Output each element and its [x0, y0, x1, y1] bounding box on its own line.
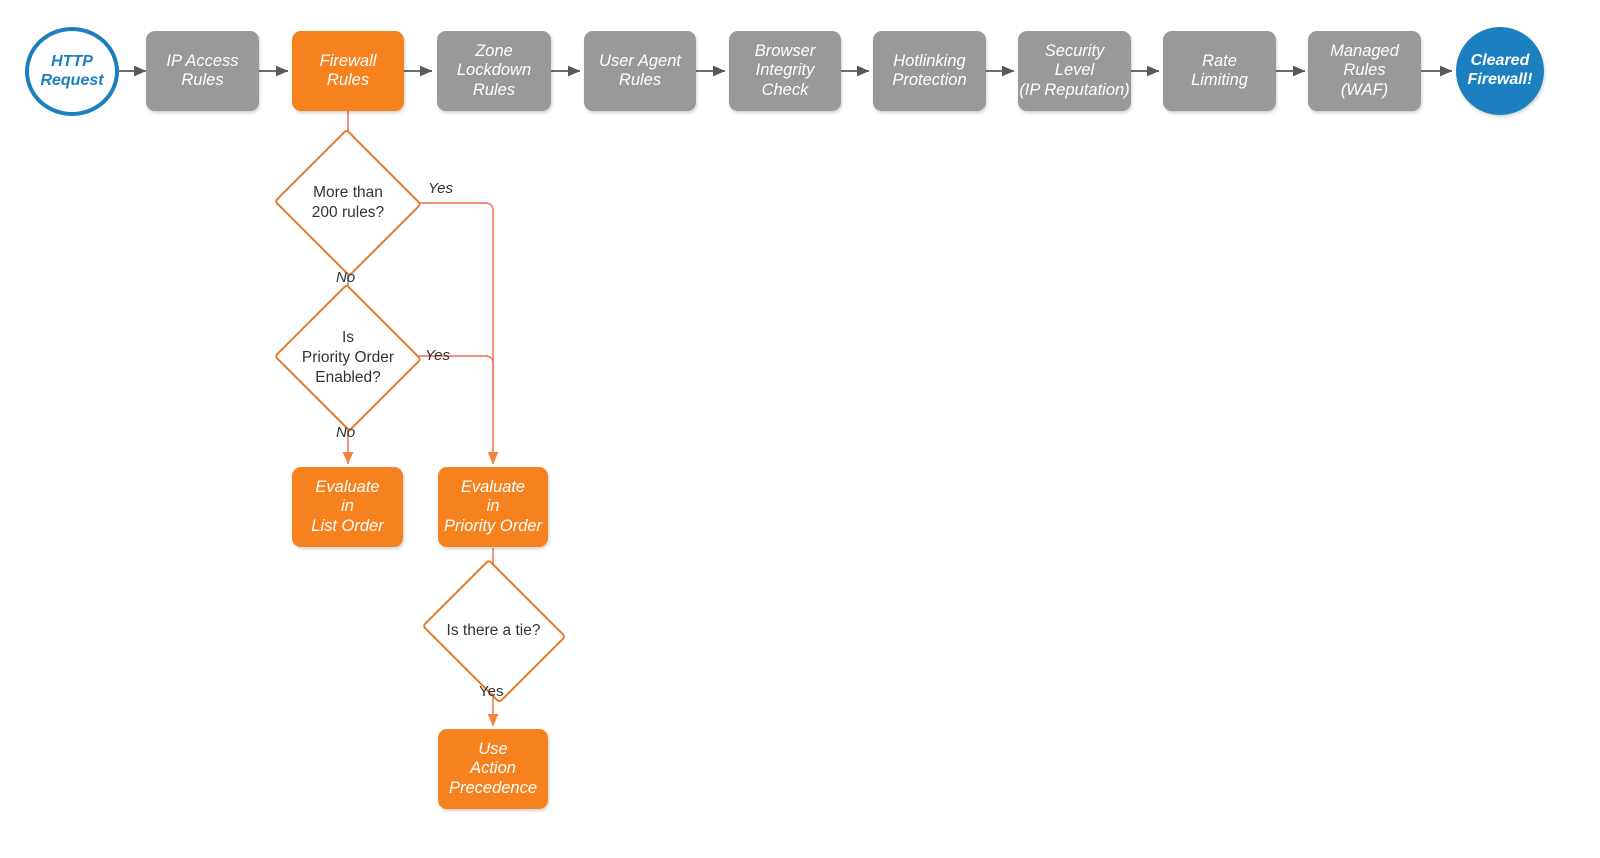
node-rate-limiting-label: Rate Limiting	[1191, 51, 1248, 89]
edge-label-priority-yes-text: Yes	[425, 347, 451, 364]
node-decision-more-than-200-rules-label: More than 200 rules?	[311, 183, 385, 221]
edge-label-priority-yes: Yes	[425, 347, 450, 364]
node-user-agent-rules-label: User Agent Rules	[599, 51, 681, 89]
node-firewall-rules-label: Firewall Rules	[319, 51, 377, 89]
node-zone-lockdown-rules[interactable]: Zone Lockdown Rules	[437, 31, 551, 111]
edge-label-rules-no: No	[336, 269, 355, 286]
node-cleared-firewall[interactable]: Cleared Firewall!	[1456, 27, 1544, 115]
node-decision-is-priority-order-enabled[interactable]: Is Priority Order Enabled?	[272, 283, 424, 433]
node-firewall-rules[interactable]: Firewall Rules	[292, 31, 404, 111]
node-ip-access-rules-label: IP Access Rules	[166, 51, 239, 89]
node-decision-more-than-200-rules[interactable]: More than 200 rules?	[272, 128, 424, 278]
node-hotlinking-protection-label: Hotlinking Protection	[892, 51, 967, 89]
node-evaluate-priority-order-label: Evaluate in Priority Order	[443, 477, 543, 535]
node-managed-rules-waf[interactable]: Managed Rules (WAF)	[1308, 31, 1421, 111]
edge-label-rules-yes-text: Yes	[428, 180, 454, 197]
node-cleared-firewall-label: Cleared Firewall!	[1467, 52, 1533, 88]
node-browser-integrity-check[interactable]: Browser Integrity Check	[729, 31, 841, 111]
node-hotlinking-protection[interactable]: Hotlinking Protection	[873, 31, 986, 111]
node-evaluate-priority-order[interactable]: Evaluate in Priority Order	[438, 467, 548, 547]
edge-label-priority-no: No	[336, 424, 355, 441]
edge-label-rules-yes: Yes	[428, 180, 453, 197]
node-ip-access-rules[interactable]: IP Access Rules	[146, 31, 259, 111]
node-decision-is-there-a-tie[interactable]: Is there a tie?	[416, 558, 571, 704]
node-decision-is-priority-order-enabled-label: Is Priority Order Enabled?	[301, 328, 395, 387]
node-evaluate-list-order[interactable]: Evaluate in List Order	[292, 467, 403, 547]
edge-label-priority-no-text: No	[336, 424, 356, 441]
node-user-agent-rules[interactable]: User Agent Rules	[584, 31, 696, 111]
node-http-request-label: HTTP Request	[40, 52, 104, 89]
edge-label-rules-no-text: No	[336, 269, 356, 286]
node-security-level-label: Security Level (IP Reputation)	[1019, 41, 1130, 99]
node-zone-lockdown-rules-label: Zone Lockdown Rules	[456, 41, 532, 99]
edge-label-tie-yes: Yes	[479, 683, 503, 700]
edge-label-tie-yes-text: Yes	[479, 683, 504, 700]
node-browser-integrity-check-label: Browser Integrity Check	[754, 41, 816, 99]
node-decision-is-there-a-tie-label: Is there a tie?	[446, 621, 541, 639]
edge-rules-yes	[418, 202, 499, 465]
node-rate-limiting[interactable]: Rate Limiting	[1163, 31, 1276, 111]
node-managed-rules-waf-label: Managed Rules (WAF)	[1330, 41, 1399, 99]
node-use-action-precedence-label: Use Action Precedence	[448, 739, 538, 797]
node-security-level[interactable]: Security Level (IP Reputation)	[1018, 31, 1131, 111]
node-evaluate-list-order-label: Evaluate in List Order	[311, 477, 384, 535]
node-http-request[interactable]: HTTP Request	[25, 27, 119, 116]
node-use-action-precedence[interactable]: Use Action Precedence	[438, 729, 548, 809]
